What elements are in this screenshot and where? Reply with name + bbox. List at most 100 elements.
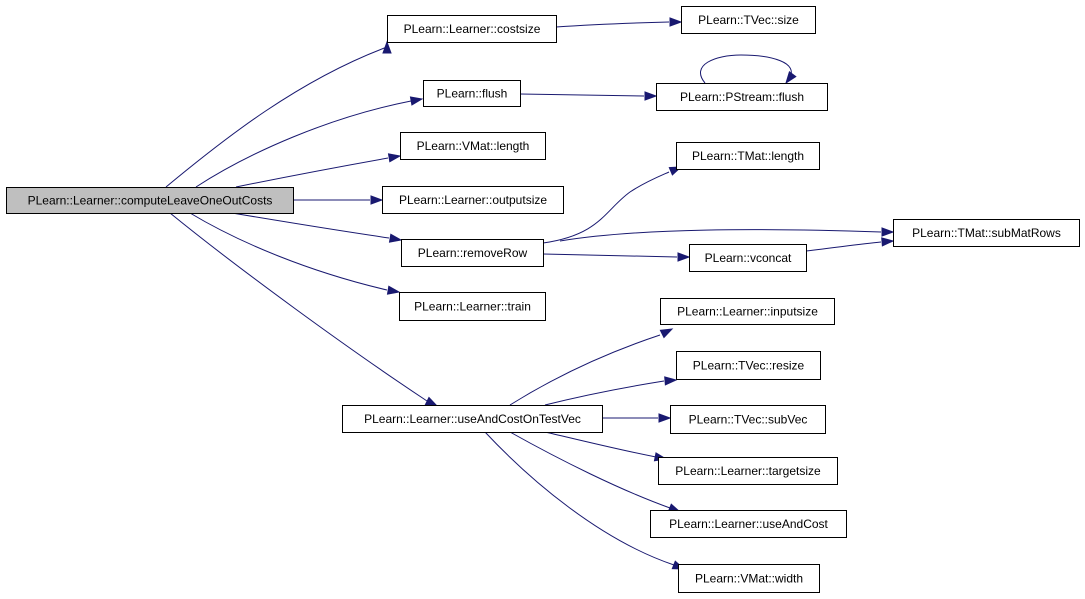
- edge-line: [231, 212, 390, 239]
- edge-line: [169, 212, 428, 402]
- node-label: PLearn::TMat::length: [692, 149, 804, 163]
- edge-useAndCostOnTestVec-to-resize: [544, 376, 678, 406]
- edge-line: [165, 46, 388, 188]
- node-box: [423, 80, 521, 107]
- edge-arrowhead: [881, 227, 895, 237]
- node-flush[interactable]: PLearn::flush: [423, 80, 521, 107]
- edge-vconcat-to-subMatRows: [805, 237, 895, 252]
- edge-removeRow-to-vconcat: [542, 252, 691, 262]
- node-box: [676, 351, 821, 380]
- node-box: [678, 564, 820, 593]
- node-targetsize[interactable]: PLearn::Learner::targetsize: [658, 457, 838, 485]
- node-label: PLearn::Learner::inputsize: [677, 305, 818, 319]
- edges-layer: [165, 17, 895, 570]
- edge-line: [519, 93, 645, 97]
- node-root: PLearn::Learner::computeLeaveOneOutCosts: [6, 187, 294, 214]
- edge-line: [235, 157, 389, 188]
- node-label: PLearn::Learner::useAndCostOnTestVec: [364, 412, 581, 426]
- edge-line: [544, 380, 665, 406]
- node-tmat_length[interactable]: PLearn::TMat::length: [676, 142, 820, 170]
- edge-arrowhead: [386, 285, 401, 295]
- edge-line: [555, 21, 670, 28]
- edge-root-to-vmat_length: [235, 153, 402, 188]
- node-useAndCostOnTestVec[interactable]: PLearn::Learner::useAndCostOnTestVec: [342, 405, 603, 433]
- edge-line: [559, 229, 882, 242]
- node-label: PLearn::TVec::subVec: [689, 413, 808, 427]
- node-box: [399, 292, 546, 321]
- node-vmat_length[interactable]: PLearn::VMat::length: [400, 132, 546, 160]
- node-label: PLearn::PStream::flush: [680, 90, 804, 104]
- edge-useAndCostOnTestVec-to-targetsize: [544, 431, 668, 462]
- edge-line: [509, 334, 661, 406]
- node-box: [400, 132, 546, 160]
- edge-line: [805, 241, 882, 252]
- node-useAndCost[interactable]: PLearn::Learner::useAndCost: [650, 510, 847, 538]
- edge-arrowhead: [387, 153, 402, 163]
- node-label: PLearn::VMat::width: [695, 572, 803, 586]
- edge-root-to-costsize: [165, 40, 392, 188]
- edge-line: [542, 171, 670, 244]
- node-subMatRows[interactable]: PLearn::TMat::subMatRows: [893, 219, 1080, 247]
- edge-line: [484, 431, 675, 566]
- node-outputsize[interactable]: PLearn::Learner::outputsize: [382, 186, 564, 214]
- edge-arrowhead: [409, 96, 424, 106]
- edge-root-to-useAndCostOnTestVec: [169, 212, 439, 407]
- node-box: [650, 510, 847, 538]
- node-label: PLearn::TMat::subMatRows: [912, 226, 1061, 240]
- node-label: PLearn::TVec::size: [698, 13, 799, 27]
- node-label: PLearn::TVec::resize: [693, 359, 805, 373]
- node-label: PLearn::Learner::targetsize: [675, 464, 821, 478]
- node-label: PLearn::VMat::length: [417, 139, 530, 153]
- edge-arrowhead: [664, 376, 678, 386]
- edge-arrowhead: [659, 328, 674, 339]
- edge-root-to-train: [189, 212, 401, 295]
- edge-line: [509, 431, 671, 509]
- node-box: [656, 83, 828, 111]
- edge-arrowhead: [677, 252, 691, 262]
- node-removeRow[interactable]: PLearn::removeRow: [401, 239, 544, 267]
- edge-line: [195, 100, 412, 188]
- nodes-layer: PLearn::Learner::computeLeaveOneOutCosts…: [6, 6, 1080, 593]
- edge-line: [542, 253, 678, 258]
- node-pstream_flush[interactable]: PLearn::PStream::flush: [656, 83, 828, 111]
- edge-root-to-removeRow: [231, 212, 403, 243]
- node-box: [342, 405, 603, 433]
- edge-root-to-flush: [195, 96, 424, 188]
- node-box: [401, 239, 544, 267]
- node-box: [893, 219, 1080, 247]
- node-resize[interactable]: PLearn::TVec::resize: [676, 351, 821, 380]
- node-box: [670, 405, 826, 434]
- edge-arrowhead: [881, 237, 895, 247]
- edge-pstream_flush-to-pstream_flush: [700, 54, 797, 85]
- node-label: PLearn::Learner::outputsize: [399, 193, 547, 207]
- node-label: PLearn::Learner::useAndCost: [669, 517, 828, 531]
- node-subVec[interactable]: PLearn::TVec::subVec: [670, 405, 826, 434]
- node-label: PLearn::flush: [437, 87, 508, 101]
- edge-removeRow-to-subMatRows: [559, 227, 895, 242]
- edge-arrowhead: [424, 396, 439, 407]
- edge-arrowhead: [382, 40, 392, 54]
- edge-root-to-outputsize: [293, 195, 384, 205]
- node-box: [689, 244, 807, 272]
- edge-useAndCostOnTestVec-to-inputsize: [509, 328, 674, 406]
- node-vmat_width[interactable]: PLearn::VMat::width: [678, 564, 820, 593]
- node-vconcat[interactable]: PLearn::vconcat: [689, 244, 807, 272]
- edge-line: [700, 54, 792, 84]
- edge-arrowhead: [658, 413, 672, 423]
- edge-costsize-to-tvec_size: [555, 17, 683, 28]
- node-label: PLearn::Learner::train: [414, 300, 531, 314]
- node-inputsize[interactable]: PLearn::Learner::inputsize: [660, 298, 835, 325]
- node-label: PLearn::Learner::computeLeaveOneOutCosts: [28, 194, 273, 208]
- node-box: [6, 187, 294, 214]
- edge-arrowhead: [370, 195, 384, 205]
- node-train[interactable]: PLearn::Learner::train: [399, 292, 546, 321]
- node-tvec_size[interactable]: PLearn::TVec::size: [681, 6, 816, 34]
- edge-arrowhead: [785, 70, 797, 85]
- node-box: [382, 186, 564, 214]
- node-box: [387, 15, 557, 43]
- edge-line: [189, 212, 388, 291]
- edge-arrowhead: [388, 233, 403, 243]
- node-box: [660, 298, 835, 325]
- node-costsize[interactable]: PLearn::Learner::costsize: [387, 15, 557, 43]
